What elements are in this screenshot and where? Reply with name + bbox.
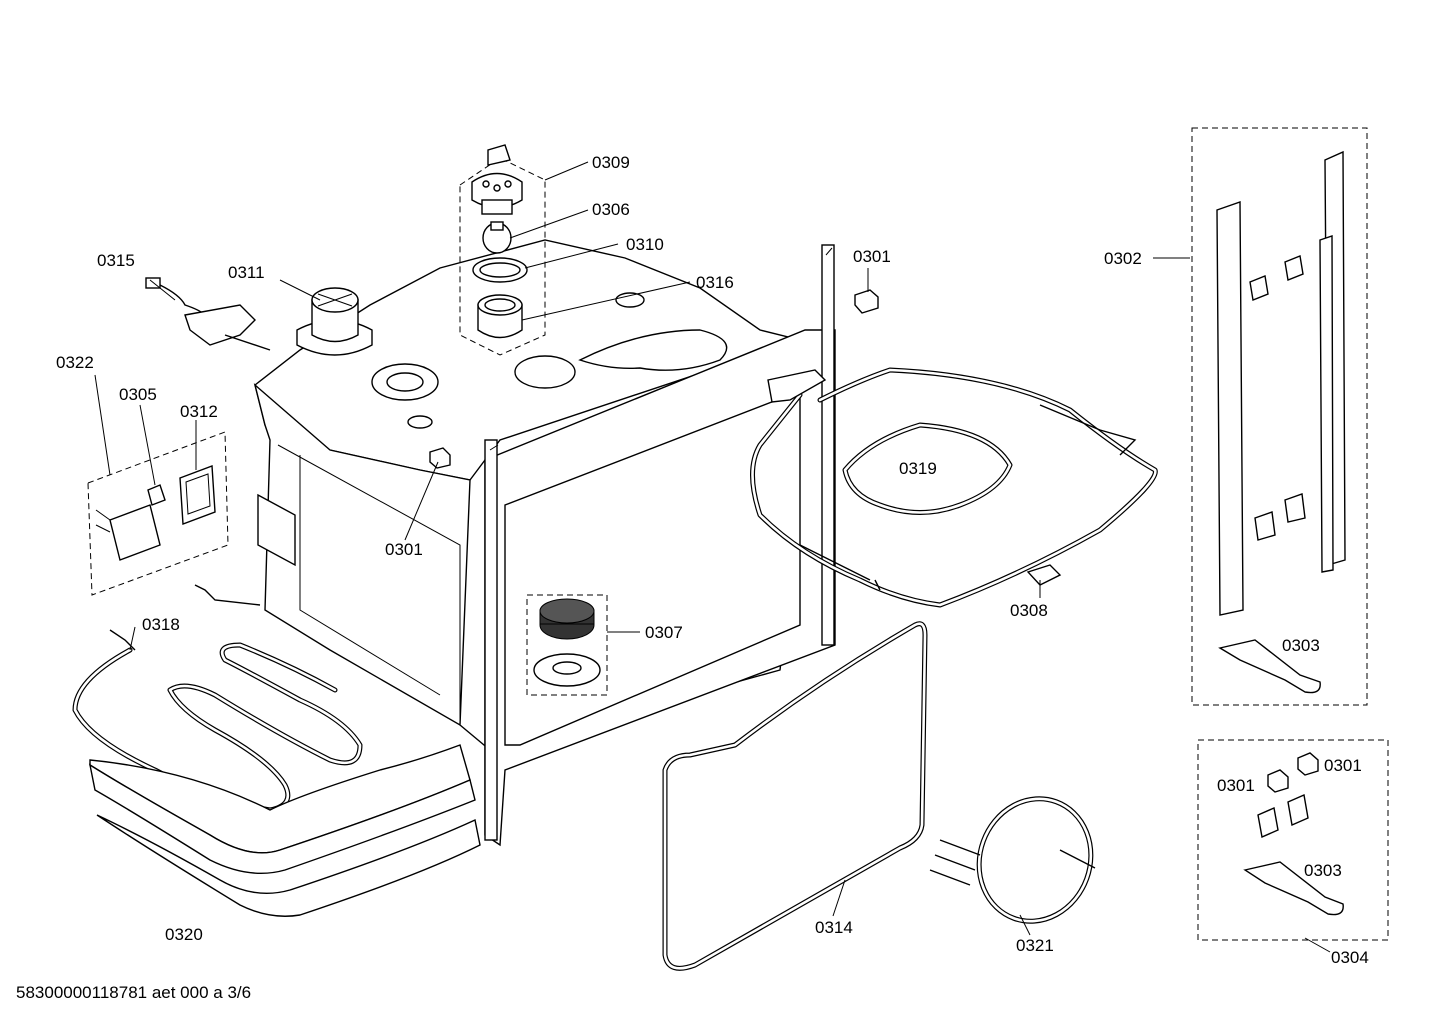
- label-0318: 0318: [142, 615, 180, 634]
- label-0314: 0314: [815, 918, 853, 937]
- label-0301-top: 0301: [853, 247, 891, 266]
- label-0310: 0310: [626, 235, 664, 254]
- label-0306: 0306: [592, 200, 630, 219]
- label-0303-upper: 0303: [1282, 636, 1320, 655]
- label-0302: 0302: [1104, 249, 1142, 268]
- lamp-assembly: [459, 144, 546, 356]
- door-seal: [662, 621, 928, 971]
- document-id: 58300000118781 aet 000 a 3/6: [16, 983, 251, 1002]
- label-0304: 0304: [1331, 948, 1369, 967]
- label-0321: 0321: [1016, 936, 1054, 955]
- label-0309: 0309: [592, 153, 630, 172]
- leader-lines: [94, 161, 1331, 953]
- label-0307: 0307: [645, 623, 683, 642]
- label-0308: 0308: [1010, 601, 1048, 620]
- fan-filter-group: [526, 594, 608, 696]
- label-0312: 0312: [180, 402, 218, 421]
- label-0303-lower: 0303: [1304, 861, 1342, 880]
- label-0316: 0316: [696, 273, 734, 292]
- label-0301-mid: 0301: [385, 540, 423, 559]
- label-0305: 0305: [119, 385, 157, 404]
- part-labels: 0309 0306 0310 0316 0315 0311 0301 0302 …: [56, 153, 1369, 967]
- label-0311: 0311: [228, 263, 265, 282]
- insulation-mat: [88, 744, 481, 917]
- ring-heater: [929, 796, 1096, 924]
- label-0315: 0315: [97, 251, 135, 270]
- label-0320: 0320: [165, 925, 203, 944]
- temperature-sensor: [145, 277, 271, 351]
- switch-group: [87, 431, 229, 596]
- bracket-part: [1026, 564, 1062, 586]
- fan-housing: [296, 287, 373, 356]
- top-heater: [750, 367, 1158, 608]
- clip-parts: [429, 289, 1319, 793]
- rail-kit-box: [1191, 127, 1368, 706]
- label-0301-right-a: 0301: [1217, 776, 1255, 795]
- fixing-kit-box: [1197, 739, 1389, 941]
- label-0301-right-b: 0301: [1324, 756, 1362, 775]
- label-0322: 0322: [56, 353, 94, 372]
- label-0319: 0319: [899, 459, 937, 478]
